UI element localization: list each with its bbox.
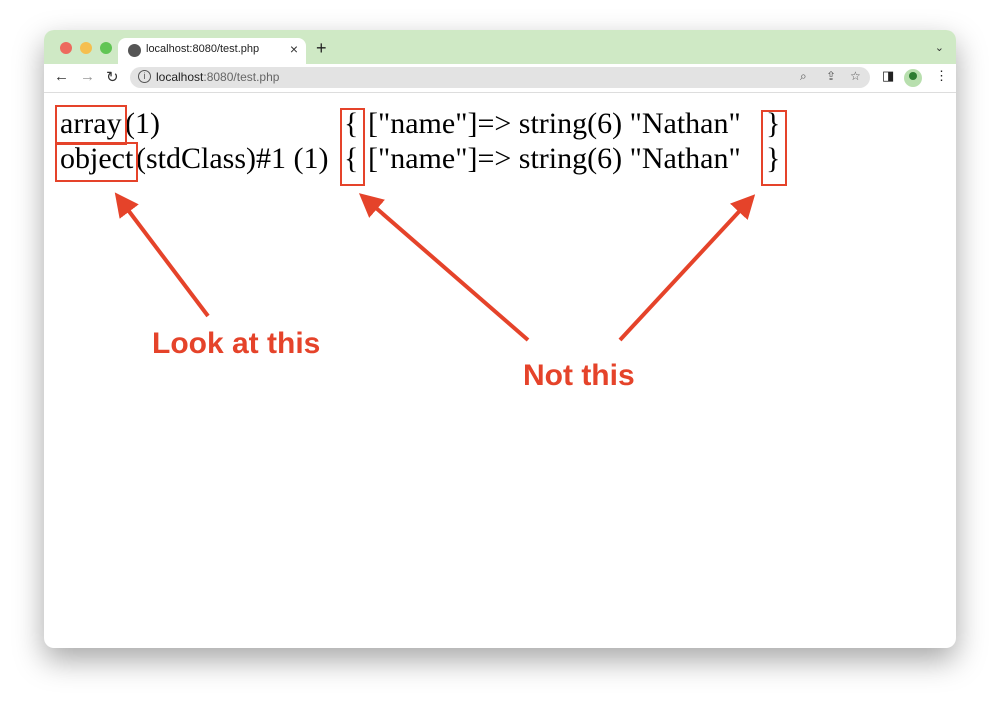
tab-title: localhost:8080/test.php [146, 43, 260, 55]
zoom-icon[interactable]: ⌕ [800, 69, 807, 83]
array-body: ["name"]=> string(6) "Nathan" [368, 107, 741, 140]
close-brace: } [766, 107, 781, 140]
object-body: ["name"]=> string(6) "Nathan" [368, 142, 741, 175]
close-icon[interactable]: × [289, 41, 298, 57]
label-not-this: Not this [523, 359, 635, 392]
minimize-window-button[interactable] [80, 42, 92, 54]
tab-bar: localhost:8080/test.php × + ⌄ [44, 30, 956, 64]
star-icon[interactable]: ☆ [850, 69, 861, 83]
arrow-not-left [358, 193, 530, 342]
array-count: (1) [125, 107, 160, 140]
back-icon[interactable]: ← [54, 68, 69, 85]
info-icon[interactable]: i [138, 70, 151, 83]
chevron-down-icon[interactable]: ⌄ [934, 42, 944, 54]
close-brace: } [766, 142, 781, 175]
var-type-array: array [60, 107, 122, 140]
tab-active[interactable]: localhost:8080/test.php × [118, 38, 306, 64]
var-type-object: object [60, 142, 134, 175]
sidebar-icon[interactable]: ◨ [882, 68, 895, 83]
profile-icon[interactable] [904, 69, 922, 87]
object-class: (stdClass)#1 (1) [136, 142, 329, 175]
share-icon[interactable]: ⇪ [826, 69, 837, 83]
maximize-window-button[interactable] [100, 42, 112, 54]
close-window-button[interactable] [60, 42, 72, 54]
toolbar: ← → ↻ i localhost:8080/test.php ⌕ ⇪ ☆ ◨ … [44, 64, 956, 93]
browser-window: localhost:8080/test.php × + ⌄ ← → ↻ i lo… [44, 30, 956, 648]
menu-icon[interactable]: ⋮ [935, 68, 948, 83]
label-look-at-this: Look at this [152, 327, 321, 360]
highlight-box-close-brace [761, 110, 787, 186]
arrow-not-right [618, 194, 756, 342]
open-brace: { [344, 107, 359, 140]
open-brace: { [344, 142, 359, 175]
globe-icon [128, 44, 141, 57]
plus-icon[interactable]: + [316, 38, 327, 58]
address-bar[interactable]: i localhost:8080/test.php ⌕ ⇪ ☆ [130, 67, 870, 88]
forward-icon[interactable]: → [80, 68, 95, 85]
reload-icon[interactable]: ↻ [106, 69, 119, 86]
arrow-look [114, 192, 210, 318]
url-text: localhost:8080/test.php [156, 70, 280, 84]
highlight-box-open-brace [340, 108, 365, 186]
highlight-box-object [55, 142, 138, 182]
highlight-box-array [55, 105, 127, 145]
